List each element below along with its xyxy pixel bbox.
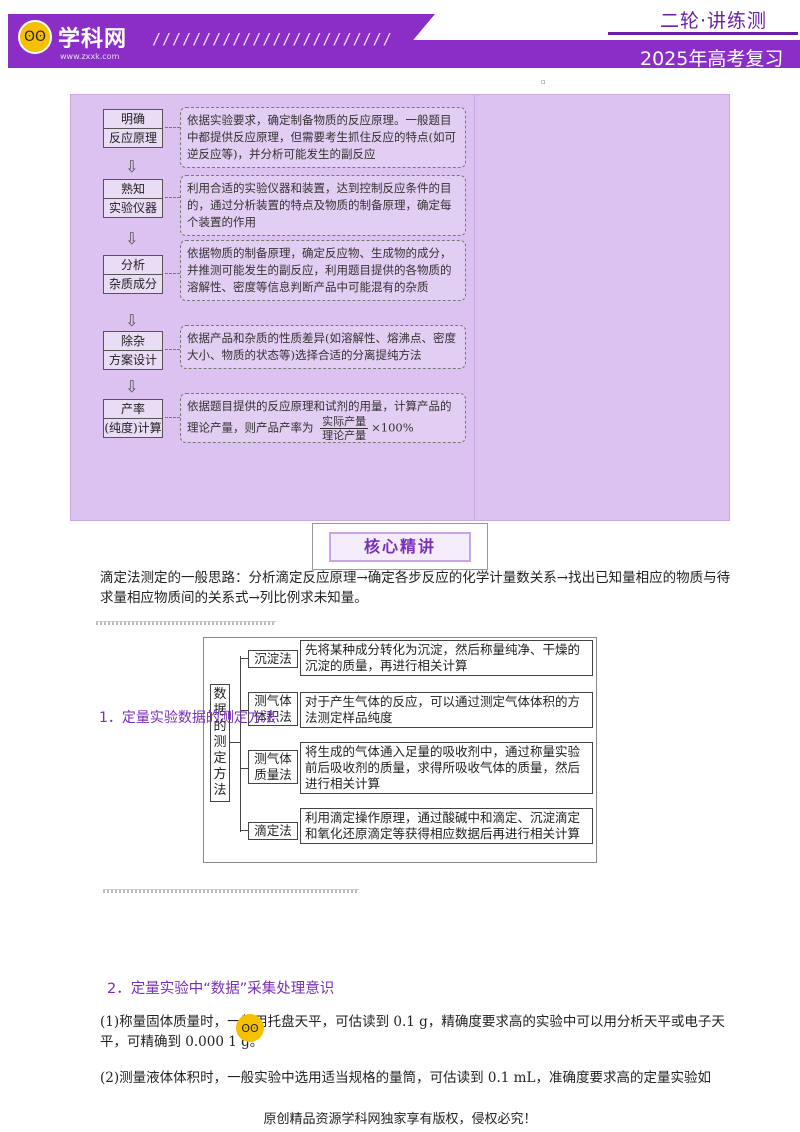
method-name-titration: 滴定法 <box>248 822 298 840</box>
flow-desc-4: 依据产品和杂质的性质差异(如溶解性、熔沸点、密度大小、物质的状态等)选择合适的分… <box>180 325 466 369</box>
titration-intro: 滴定法测定的一般思路：分析滴定反应原理→确定各步反应的化学计量数关系→找出已知量… <box>100 570 731 606</box>
flow-connector <box>165 197 180 198</box>
page-footer: 原创精品资源学科网独家享有版权，侵权必究！ <box>263 1112 537 1127</box>
logo-text: 学科网 <box>58 27 128 52</box>
wavy-divider <box>96 621 276 625</box>
flow-desc-3: 依据物质的制备原理，确定反应物、生成物的成分，并推测可能发生的副反应，利用题目提… <box>180 240 466 301</box>
header-series-title: 二轮·讲练测 <box>660 10 768 32</box>
core-lecture-banner: 核心精讲 <box>312 523 488 570</box>
paragraph-liquid-volume: (2)测量液体体积时，一般实验中选用适当规格的量筒，可估读到 0.1 mL，准确… <box>100 1070 711 1086</box>
methods-root: 数据的测定方法 <box>210 684 230 802</box>
branch-line <box>240 830 248 831</box>
header-divider <box>608 32 798 35</box>
flow-desc-1: 依据实验要求，确定制备物质的反应原理。一般题目中都提供反应原理，但需要考生抓住反… <box>180 107 466 168</box>
figure-divider <box>474 95 475 520</box>
down-arrow-icon: ⇩ <box>125 157 139 176</box>
paragraph-solid-mass: (1)称量固体质量时，一般用托盘天平，可估读到 0.1 g，精确度要求高的实验中… <box>100 1014 725 1050</box>
flow-step-2: 熟知实验仪器 <box>103 179 163 218</box>
method-desc-precipitation: 先将某种成分转化为沉淀，然后称量纯净、干燥的沉淀的质量，再进行相关计算 <box>300 640 593 676</box>
measurement-methods-diagram: 数据的测定方法 沉淀法 先将某种成分转化为沉淀，然后称量纯净、干燥的沉淀的质量，… <box>203 637 597 863</box>
yield-fraction: 实际产量理论产量 <box>320 415 369 442</box>
method-name-gas-volume: 测气体体积法 <box>248 692 298 726</box>
flow-desc-5: 依据题目提供的反应原理和试剂的用量，计算产品的理论产量，则产品产率为 实际产量理… <box>180 393 466 443</box>
logo-mascot-icon: ʘʘ <box>18 20 52 54</box>
method-name-gas-mass: 测气体质量法 <box>248 750 298 784</box>
flow-step-4: 除杂方案设计 <box>103 331 163 370</box>
down-arrow-icon: ⇩ <box>125 377 139 396</box>
method-name-precipitation: 沉淀法 <box>248 650 298 668</box>
method-desc-gas-volume: 对于产生气体的反应，可以通过测定气体体积的方法测定样品纯度 <box>300 692 593 728</box>
logo-url: www.zxxk.com <box>60 52 120 61</box>
flow-step-1: 明确反应原理 <box>103 109 163 148</box>
wavy-divider <box>103 889 359 893</box>
flow-desc-2: 利用合适的实验仪器和装置，达到控制反应条件的目的，通过分析装置的特点及物质的制备… <box>180 175 466 236</box>
method-desc-gas-mass: 将生成的气体通入足量的吸收剂中，通过称量实验前后吸收剂的质量，求得所吸收气体的质… <box>300 742 593 794</box>
section-2-heading: 2．定量实验中“数据”采集处理意识 <box>107 981 335 997</box>
branch-trunk <box>240 656 241 832</box>
method-desc-titration: 利用滴定操作原理，通过酸碱中和滴定、沉淀滴定和氧化还原滴定等获得相应数据后再进行… <box>300 808 593 844</box>
down-arrow-icon: ⇩ <box>125 229 139 248</box>
flow-connector <box>165 127 180 128</box>
branch-line <box>240 768 248 769</box>
header-year-title: 2025年高考复习 <box>640 48 784 70</box>
flow-connector <box>165 417 180 418</box>
flow-step-5: 产率(纯度)计算 <box>103 399 163 438</box>
page-header: ʘʘ 学科网 www.zxxk.com ////////////////////… <box>0 0 800 74</box>
site-logo[interactable]: ʘʘ 学科网 <box>18 20 127 54</box>
watermark-logo-icon: ʘʘ <box>236 1014 264 1042</box>
branch-line <box>240 658 248 659</box>
root-connector <box>230 742 240 743</box>
flow-connector <box>165 273 180 274</box>
preparation-flowchart: 明确反应原理 依据实验要求，确定制备物质的反应原理。一般题目中都提供反应原理，但… <box>70 94 730 521</box>
down-arrow-icon: ⇩ <box>125 311 139 330</box>
branch-line <box>240 710 248 711</box>
small-marker: ▫ <box>541 78 546 86</box>
header-stripes: //////////////////////// <box>152 30 393 48</box>
flow-step-3: 分析杂质成分 <box>103 255 163 294</box>
banner-label: 核心精讲 <box>329 532 471 562</box>
section-1-heading: 1．定量实验数据的测定方法 <box>99 710 276 726</box>
flow-connector <box>165 349 180 350</box>
